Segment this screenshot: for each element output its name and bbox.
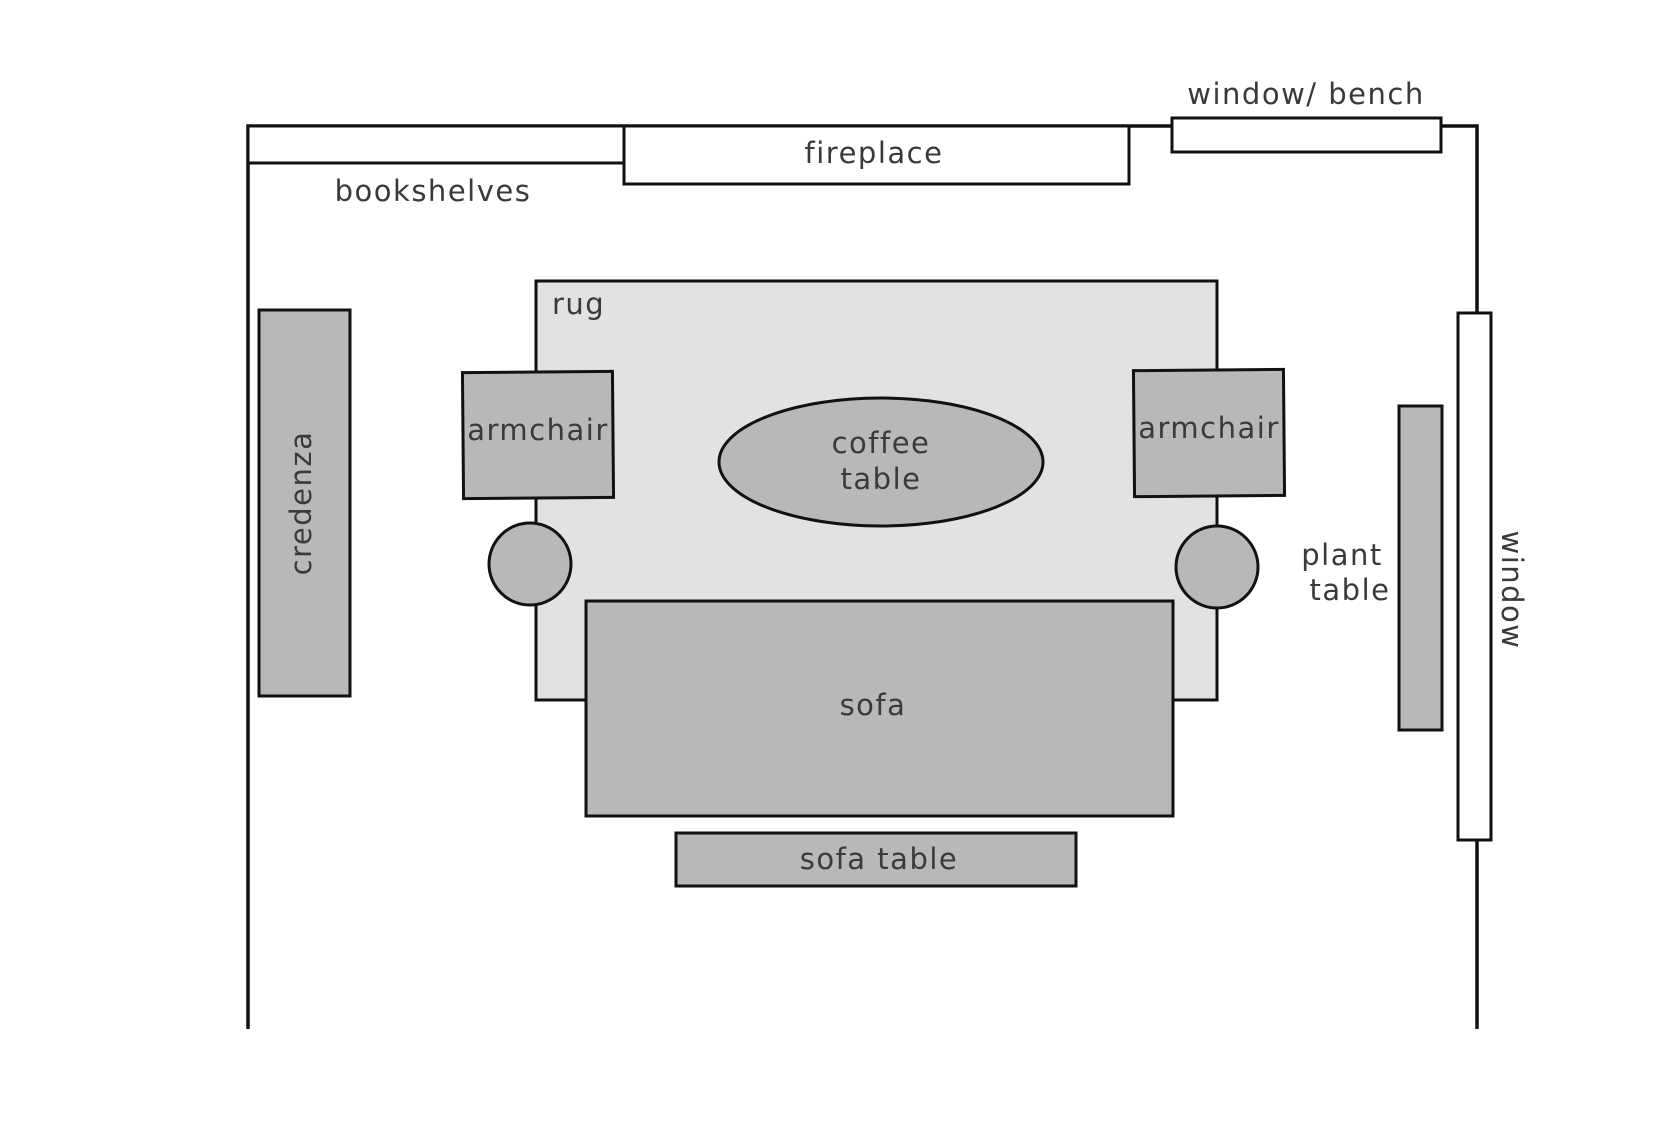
window-right-label: window <box>1495 530 1529 649</box>
armchair-right: armchair <box>1131 367 1287 499</box>
rug-label: rug <box>552 287 605 321</box>
fireplace-label: fireplace <box>805 136 944 170</box>
bookshelves <box>246 124 626 165</box>
window-bench-label: window/ bench <box>1187 77 1424 111</box>
coffee-table-label-line2: table <box>841 462 922 496</box>
coffee-table-top <box>717 396 1045 528</box>
plant-table: plant table <box>1301 404 1444 732</box>
coffee-table-label-line1: coffee <box>832 426 931 460</box>
sofa-body <box>584 599 1175 818</box>
armchair-left: armchair <box>460 369 616 501</box>
credenza <box>257 308 352 698</box>
bookshelves-label: bookshelves <box>335 174 532 208</box>
armchair-right-label: armchair <box>1138 411 1280 445</box>
side-table-right <box>1174 524 1260 610</box>
fireplace <box>622 124 1131 186</box>
window-bench <box>1170 116 1443 154</box>
armchair-left-label: armchair <box>467 413 609 447</box>
plant-table-label-line2: table <box>1310 573 1391 607</box>
sofa-table-top <box>674 831 1078 888</box>
side-table-left <box>487 521 573 607</box>
armchair-right-seat <box>1131 367 1287 499</box>
sofa: sofa <box>584 599 1175 818</box>
window-right <box>1456 311 1493 842</box>
plant-table-top <box>1397 404 1444 732</box>
sofa-table: sofa table <box>674 831 1078 888</box>
coffee-table: coffee table <box>717 396 1045 528</box>
sofa-table-label: sofa table <box>800 842 959 876</box>
sofa-label: sofa <box>840 688 907 722</box>
credenza-label: credenza <box>284 431 318 576</box>
plant-table-label-line1: plant <box>1301 538 1383 572</box>
armchair-left-seat <box>460 369 616 501</box>
